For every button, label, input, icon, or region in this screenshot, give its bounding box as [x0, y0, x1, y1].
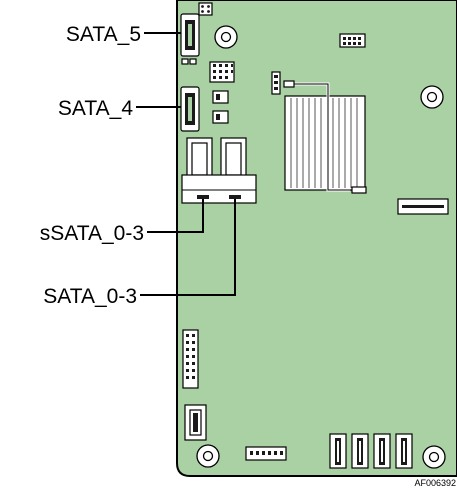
sata-4-connector — [180, 86, 200, 132]
leader-sata-0-3 — [140, 199, 236, 296]
mini-sas-ssata-0-3-connector — [186, 137, 213, 179]
mounting-hole-bottom-left — [196, 444, 220, 468]
fan-header-3 — [373, 433, 391, 469]
callout-sata-4: SATA_4 — [58, 97, 133, 120]
callout-ssata-0-3: sSATA_0-3 — [40, 222, 144, 245]
heatsink-clip-wire — [283, 80, 367, 194]
pin-header-top — [339, 33, 366, 48]
leader-ssata-0-3 — [147, 199, 204, 233]
internal-usb-connector — [184, 404, 207, 441]
callout-sata-0-3: SATA_0-3 — [43, 285, 137, 308]
mounting-hole-bottom-right — [422, 445, 446, 469]
heatsink — [284, 95, 366, 191]
bottom-header-horizontal — [245, 446, 287, 461]
mini-sas-sata-0-3-connector — [220, 137, 247, 179]
mini-sas-housing — [181, 174, 257, 204]
front-panel-header — [182, 329, 199, 389]
fan-header-small — [271, 71, 281, 95]
fan-header-4 — [395, 433, 413, 469]
small-component-a — [212, 90, 229, 104]
sata-5-connector — [180, 13, 200, 57]
mounting-hole-right — [420, 85, 444, 109]
header-top-small — [198, 2, 213, 16]
figure-id: AF006392 — [414, 478, 456, 488]
jumper-block — [209, 61, 235, 83]
fan-header-2 — [351, 433, 369, 469]
small-component-b — [212, 110, 229, 124]
callout-sata-5: SATA_5 — [66, 23, 141, 46]
edge-slot-connector — [397, 198, 449, 215]
mounting-hole-top-left — [214, 25, 238, 49]
pad-pair-top — [181, 58, 197, 65]
fan-header-1 — [329, 433, 347, 469]
motherboard-outline — [176, 0, 457, 477]
